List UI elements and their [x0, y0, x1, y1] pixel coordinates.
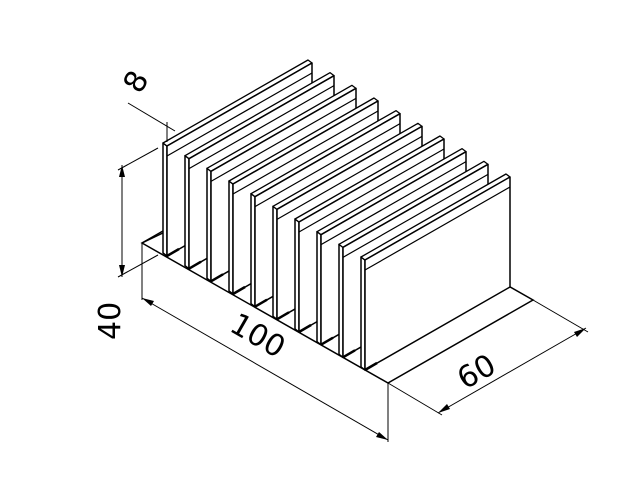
dim-8-label: 8: [117, 65, 157, 99]
fin-root-line: [210, 273, 224, 283]
dim-40-label: 40: [93, 302, 128, 340]
dimension-8: 8: [117, 65, 176, 142]
fin-fillet-line: [320, 161, 467, 246]
dim-60-ext-left: [387, 382, 443, 416]
dim-60-label: 60: [452, 348, 503, 397]
base-back-edge: [141, 231, 166, 244]
fin-fillet-line: [232, 110, 379, 195]
fin-fillet-line: [298, 148, 445, 233]
fins-group: [162, 59, 511, 372]
fin-root-line: [188, 260, 202, 270]
dim-40-arrow-bottom: [119, 265, 125, 277]
dim-60-line: [437, 327, 587, 414]
fin: [360, 173, 511, 372]
fin-fillet-line: [166, 72, 313, 157]
fin-root-line: [276, 311, 290, 321]
fin-root-line: [166, 247, 180, 258]
fin-root-line: [254, 298, 268, 308]
fin-root-line: [232, 285, 246, 296]
fin-face: [364, 176, 511, 371]
fin-fillet-line: [276, 135, 423, 220]
dim-100-arrow-left: [142, 298, 154, 306]
dim-40-ext-bottom: [117, 254, 159, 278]
dim-40-arrow-top: [119, 165, 125, 177]
fin-root-line: [298, 323, 312, 334]
fin-root-line: [320, 336, 334, 346]
fin-fillet-line: [342, 173, 489, 258]
dim-60-ext-right: [532, 299, 589, 333]
fin-fillet-line: [254, 123, 401, 208]
dim-40-ext-top: [117, 147, 159, 171]
fin-fillet-line: [188, 85, 335, 170]
dim-100-arrow-right: [376, 432, 388, 440]
fin-fillet-line: [364, 186, 511, 271]
dim-60-arrow-right: [574, 328, 586, 337]
dim-100-line: [141, 297, 389, 441]
fin-fillet-line: [210, 97, 357, 182]
fin-root-line: [342, 349, 356, 359]
dimension-40: 40: [93, 147, 159, 340]
fin-root-line: [364, 361, 378, 372]
dim-8-leader: [127, 102, 176, 132]
dim-60-arrow-left: [438, 404, 450, 413]
